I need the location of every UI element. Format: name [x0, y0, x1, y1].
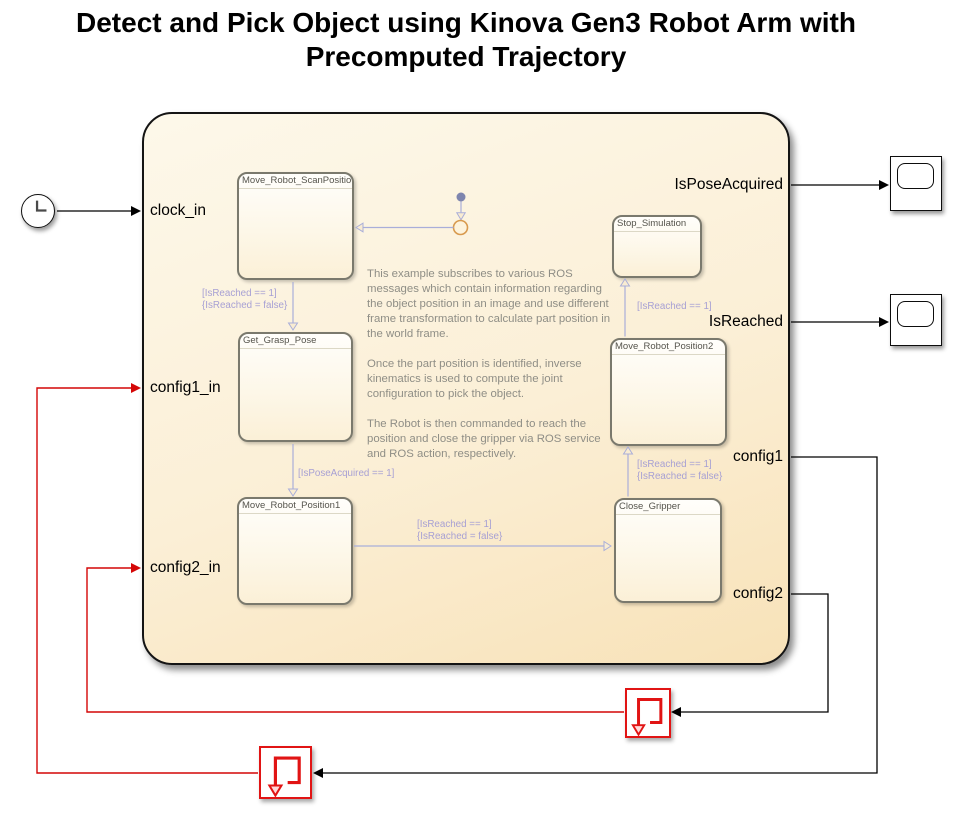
model-title: Detect and Pick Object using Kinova Gen3… — [76, 7, 856, 72]
state-move-robot-position1[interactable]: Move_Robot_Position1 — [237, 497, 353, 605]
transition-arrowhead — [355, 222, 364, 233]
scope-block-isposeacquired[interactable] — [890, 156, 942, 211]
transition-label-scan-to-grasp: [IsReached == 1] {IsReached = false} — [202, 288, 288, 311]
transition-arrowhead — [287, 322, 299, 331]
signal-isreached-to-scope[interactable] — [791, 317, 889, 327]
output-port-label-config1: config1 — [733, 448, 783, 465]
output-port-label-isposeacquired: IsPoseAcquired — [674, 176, 783, 193]
transition-label-pos1-to-close: [IsReached == 1] {IsReached = false} — [417, 519, 503, 542]
state-name: Move_Robot_Position2 — [612, 340, 725, 355]
state-name: Move_Robot_Position1 — [239, 499, 351, 514]
stateflow-chart[interactable]: clock_in config1_in config2_in IsPoseAcq… — [142, 112, 790, 665]
default-transition[interactable] — [455, 192, 467, 221]
state-name: Get_Grasp_Pose — [240, 334, 351, 349]
state-name: Move_Robot_ScanPosition — [239, 174, 352, 189]
default-transition-dot — [456, 192, 466, 202]
transition-arrowhead — [622, 446, 634, 455]
scope-icon — [897, 163, 934, 189]
wire-arrowhead — [131, 383, 141, 393]
input-port-label-config1-in: config1_in — [150, 379, 221, 396]
clock-icon — [35, 200, 47, 212]
signal-delay-to-config2-in[interactable] — [86, 563, 624, 713]
state-name: Stop_Simulation — [614, 217, 700, 232]
input-port-label-config2-in: config2_in — [150, 559, 221, 576]
transition-position1-to-closegripper[interactable] — [354, 540, 612, 552]
state-get-grasp-pose[interactable]: Get_Grasp_Pose — [238, 332, 353, 442]
signal-config1-to-delay[interactable] — [313, 456, 878, 778]
output-port-label-isreached: IsReached — [708, 313, 783, 330]
state-move-robot-position2[interactable]: Move_Robot_Position2 — [610, 338, 727, 446]
transition-junction-to-scanposition[interactable] — [355, 222, 454, 233]
wire-arrowhead — [879, 180, 889, 190]
output-port-label-config2: config2 — [733, 585, 783, 602]
delay-block-config2[interactable] — [625, 688, 671, 738]
state-move-robot-scanposition[interactable]: Move_Robot_ScanPosition — [237, 172, 354, 280]
transition-label-grasp-to-pos1: [IsPoseAcquired == 1] — [298, 468, 395, 479]
transition-arrowhead — [603, 540, 612, 552]
transition-label-pos2-to-stop: [IsReached == 1] — [637, 301, 712, 312]
transition-closegripper-to-position2[interactable] — [622, 446, 634, 497]
transition-grasppose-to-position1[interactable] — [287, 444, 299, 497]
chart-annotation: This example subscribes to various ROS m… — [367, 268, 611, 460]
transition-position2-to-stopsimulation[interactable] — [619, 278, 631, 337]
transition-arrowhead — [619, 278, 631, 287]
state-name: Close_Gripper — [616, 500, 720, 515]
signal-delay-to-config1-in[interactable] — [36, 383, 258, 774]
wire-arrowhead — [671, 707, 681, 717]
wire-arrowhead — [131, 206, 141, 216]
signal-isposeacquired-to-scope[interactable] — [791, 180, 889, 190]
loop-delay-icon — [631, 697, 663, 736]
delay-block-config1[interactable] — [259, 746, 312, 799]
scope-icon — [897, 301, 934, 327]
wire-arrowhead — [131, 563, 141, 573]
transition-label-close-to-pos2: [IsReached == 1] {IsReached = false} — [637, 459, 723, 482]
loop-delay-icon — [267, 756, 301, 797]
clock-block[interactable] — [21, 194, 55, 228]
wire-arrowhead — [879, 317, 889, 327]
state-close-gripper[interactable]: Close_Gripper — [614, 498, 722, 603]
transition-scanposition-to-grasppose[interactable] — [287, 282, 299, 331]
state-stop-simulation[interactable]: Stop_Simulation — [612, 215, 702, 278]
signal-clock-to-chart[interactable] — [57, 206, 141, 216]
transition-arrowhead — [287, 488, 299, 497]
transition-arrowhead — [455, 212, 467, 221]
connective-junction[interactable] — [452, 219, 469, 236]
wire-arrowhead — [313, 768, 323, 778]
scope-block-isreached[interactable] — [890, 294, 942, 346]
signal-config2-to-delay[interactable] — [671, 593, 829, 717]
input-port-label-clock-in: clock_in — [150, 202, 206, 219]
